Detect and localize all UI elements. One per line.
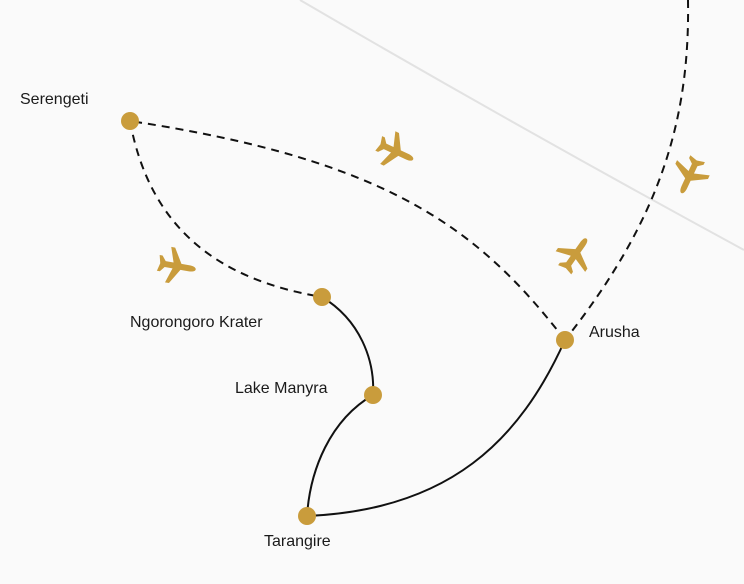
- flight-route-arusha-serengeti: [129, 120, 566, 341]
- flight-route-offmap-arusha: [564, 0, 690, 341]
- location-label-tarangire: Tarangire: [264, 533, 331, 550]
- location-marker-serengeti[interactable]: [121, 112, 139, 130]
- location-marker-arusha[interactable]: [556, 331, 574, 349]
- location-marker-manyra[interactable]: [364, 386, 382, 404]
- flight-route-serengeti-ngorongoro: [129, 120, 323, 298]
- road-route-manyra-tarangire: [306, 394, 374, 517]
- airplane-icon: [371, 127, 421, 176]
- airplane-icon: [665, 151, 714, 201]
- location-label-arusha: Arusha: [589, 324, 640, 341]
- location-marker-ngorongoro[interactable]: [313, 288, 331, 306]
- airplane-icon: [155, 245, 199, 288]
- location-label-serengeti: Serengeti: [20, 91, 89, 108]
- location-label-ngorongoro: Ngorongoro Krater: [130, 314, 263, 331]
- location-marker-tarangire[interactable]: [298, 507, 316, 525]
- road-route-ngorongoro-manyra: [321, 296, 375, 396]
- airplane-icon: [549, 228, 602, 281]
- region-border-line: [299, 0, 744, 251]
- road-route-tarangire-arusha: [306, 339, 566, 517]
- location-label-manyra: Lake Manyra: [235, 380, 328, 397]
